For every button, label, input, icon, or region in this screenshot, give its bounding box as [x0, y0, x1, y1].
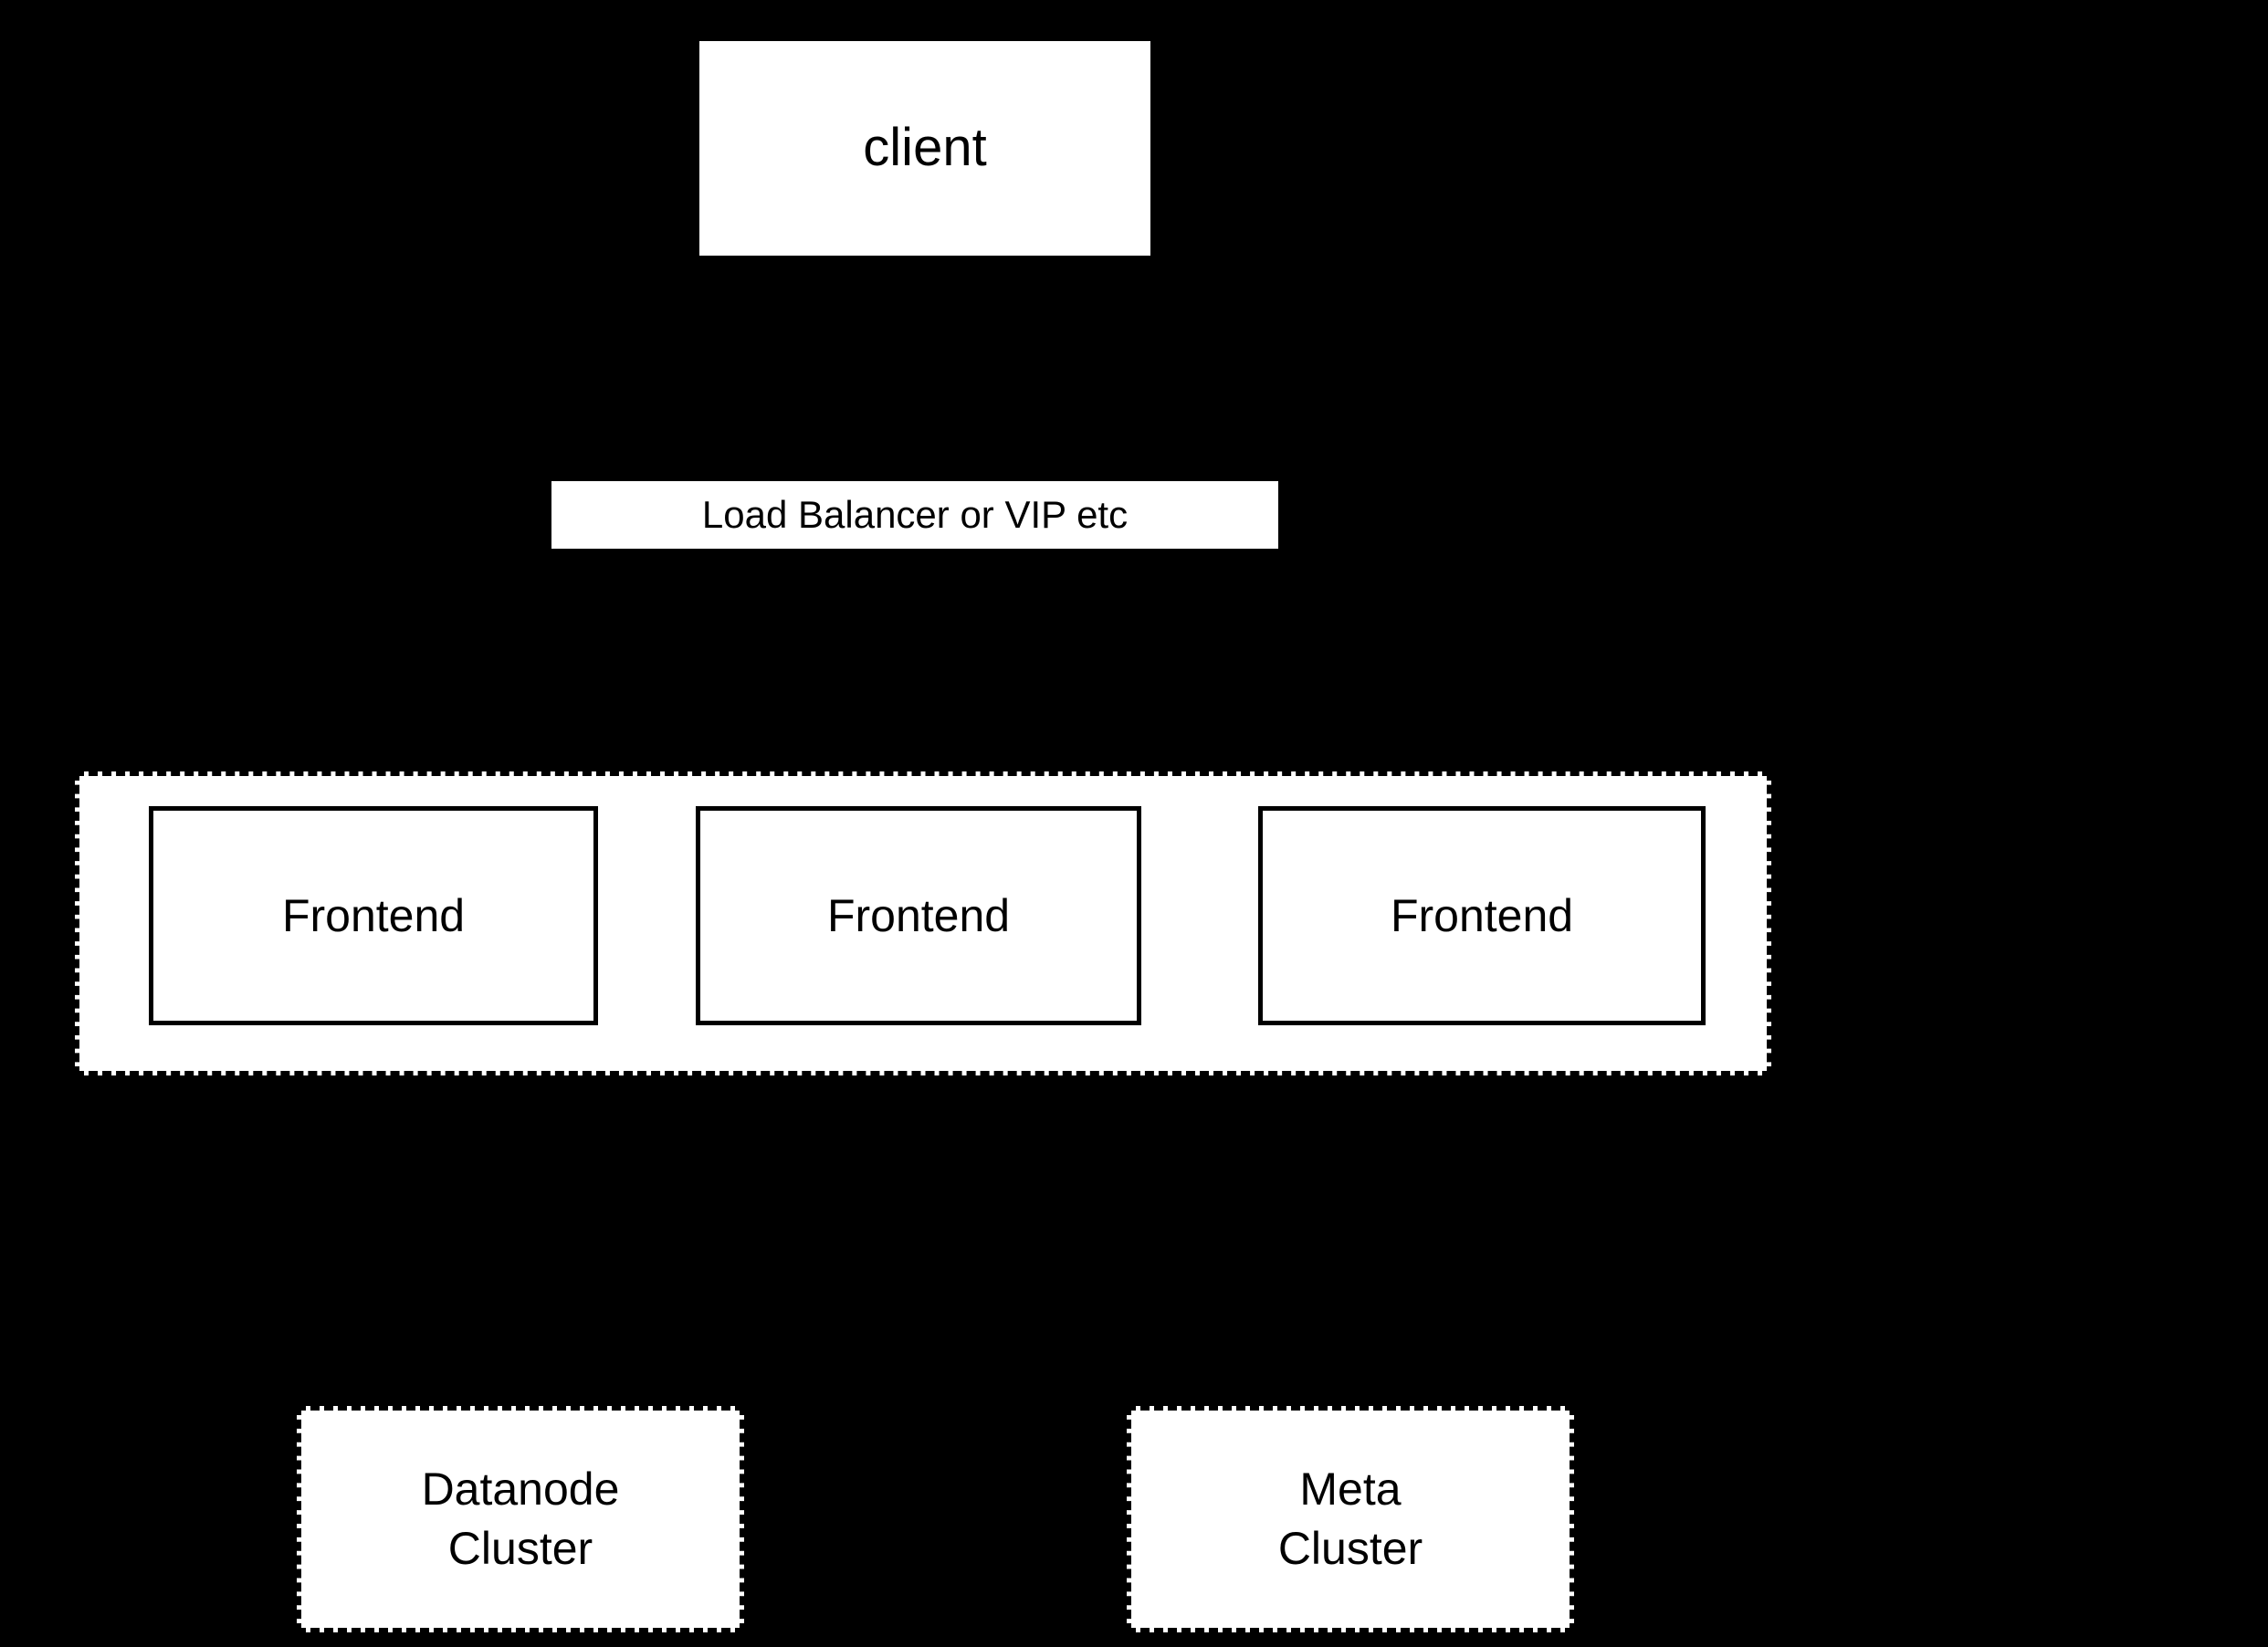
frontend-node-1-label: Frontend	[281, 889, 466, 941]
frontend-node-2-label: Frontend	[826, 889, 1011, 941]
meta-cluster-node[interactable]: Meta Cluster	[1127, 1406, 1574, 1632]
datanode-cluster-node-label: Datanode Cluster	[421, 1463, 620, 1574]
connector-load-balancer-to-frontend-cluster	[914, 549, 918, 771]
frontend-node-1[interactable]: Frontend	[149, 806, 598, 1025]
load-balancer-node-label: Load Balancer or VIP etc	[701, 493, 1129, 537]
datanode-cluster-node[interactable]: Datanode Cluster	[297, 1406, 744, 1632]
frontend-node-3-label: Frontend	[1390, 889, 1574, 941]
load-balancer-node[interactable]: Load Balancer or VIP etc	[551, 481, 1278, 549]
frontend-node-2[interactable]: Frontend	[696, 806, 1141, 1025]
connector-client-to-load-balancer	[914, 256, 918, 481]
frontend-node-3[interactable]: Frontend	[1258, 806, 1706, 1025]
connector-frontend-cluster-to-datanode-cluster	[519, 1075, 522, 1406]
client-node[interactable]: client	[699, 41, 1150, 256]
client-node-label: client	[863, 118, 987, 178]
meta-cluster-node-label: Meta Cluster	[1277, 1463, 1423, 1574]
connector-frontend-cluster-to-meta-cluster	[1349, 1075, 1352, 1406]
